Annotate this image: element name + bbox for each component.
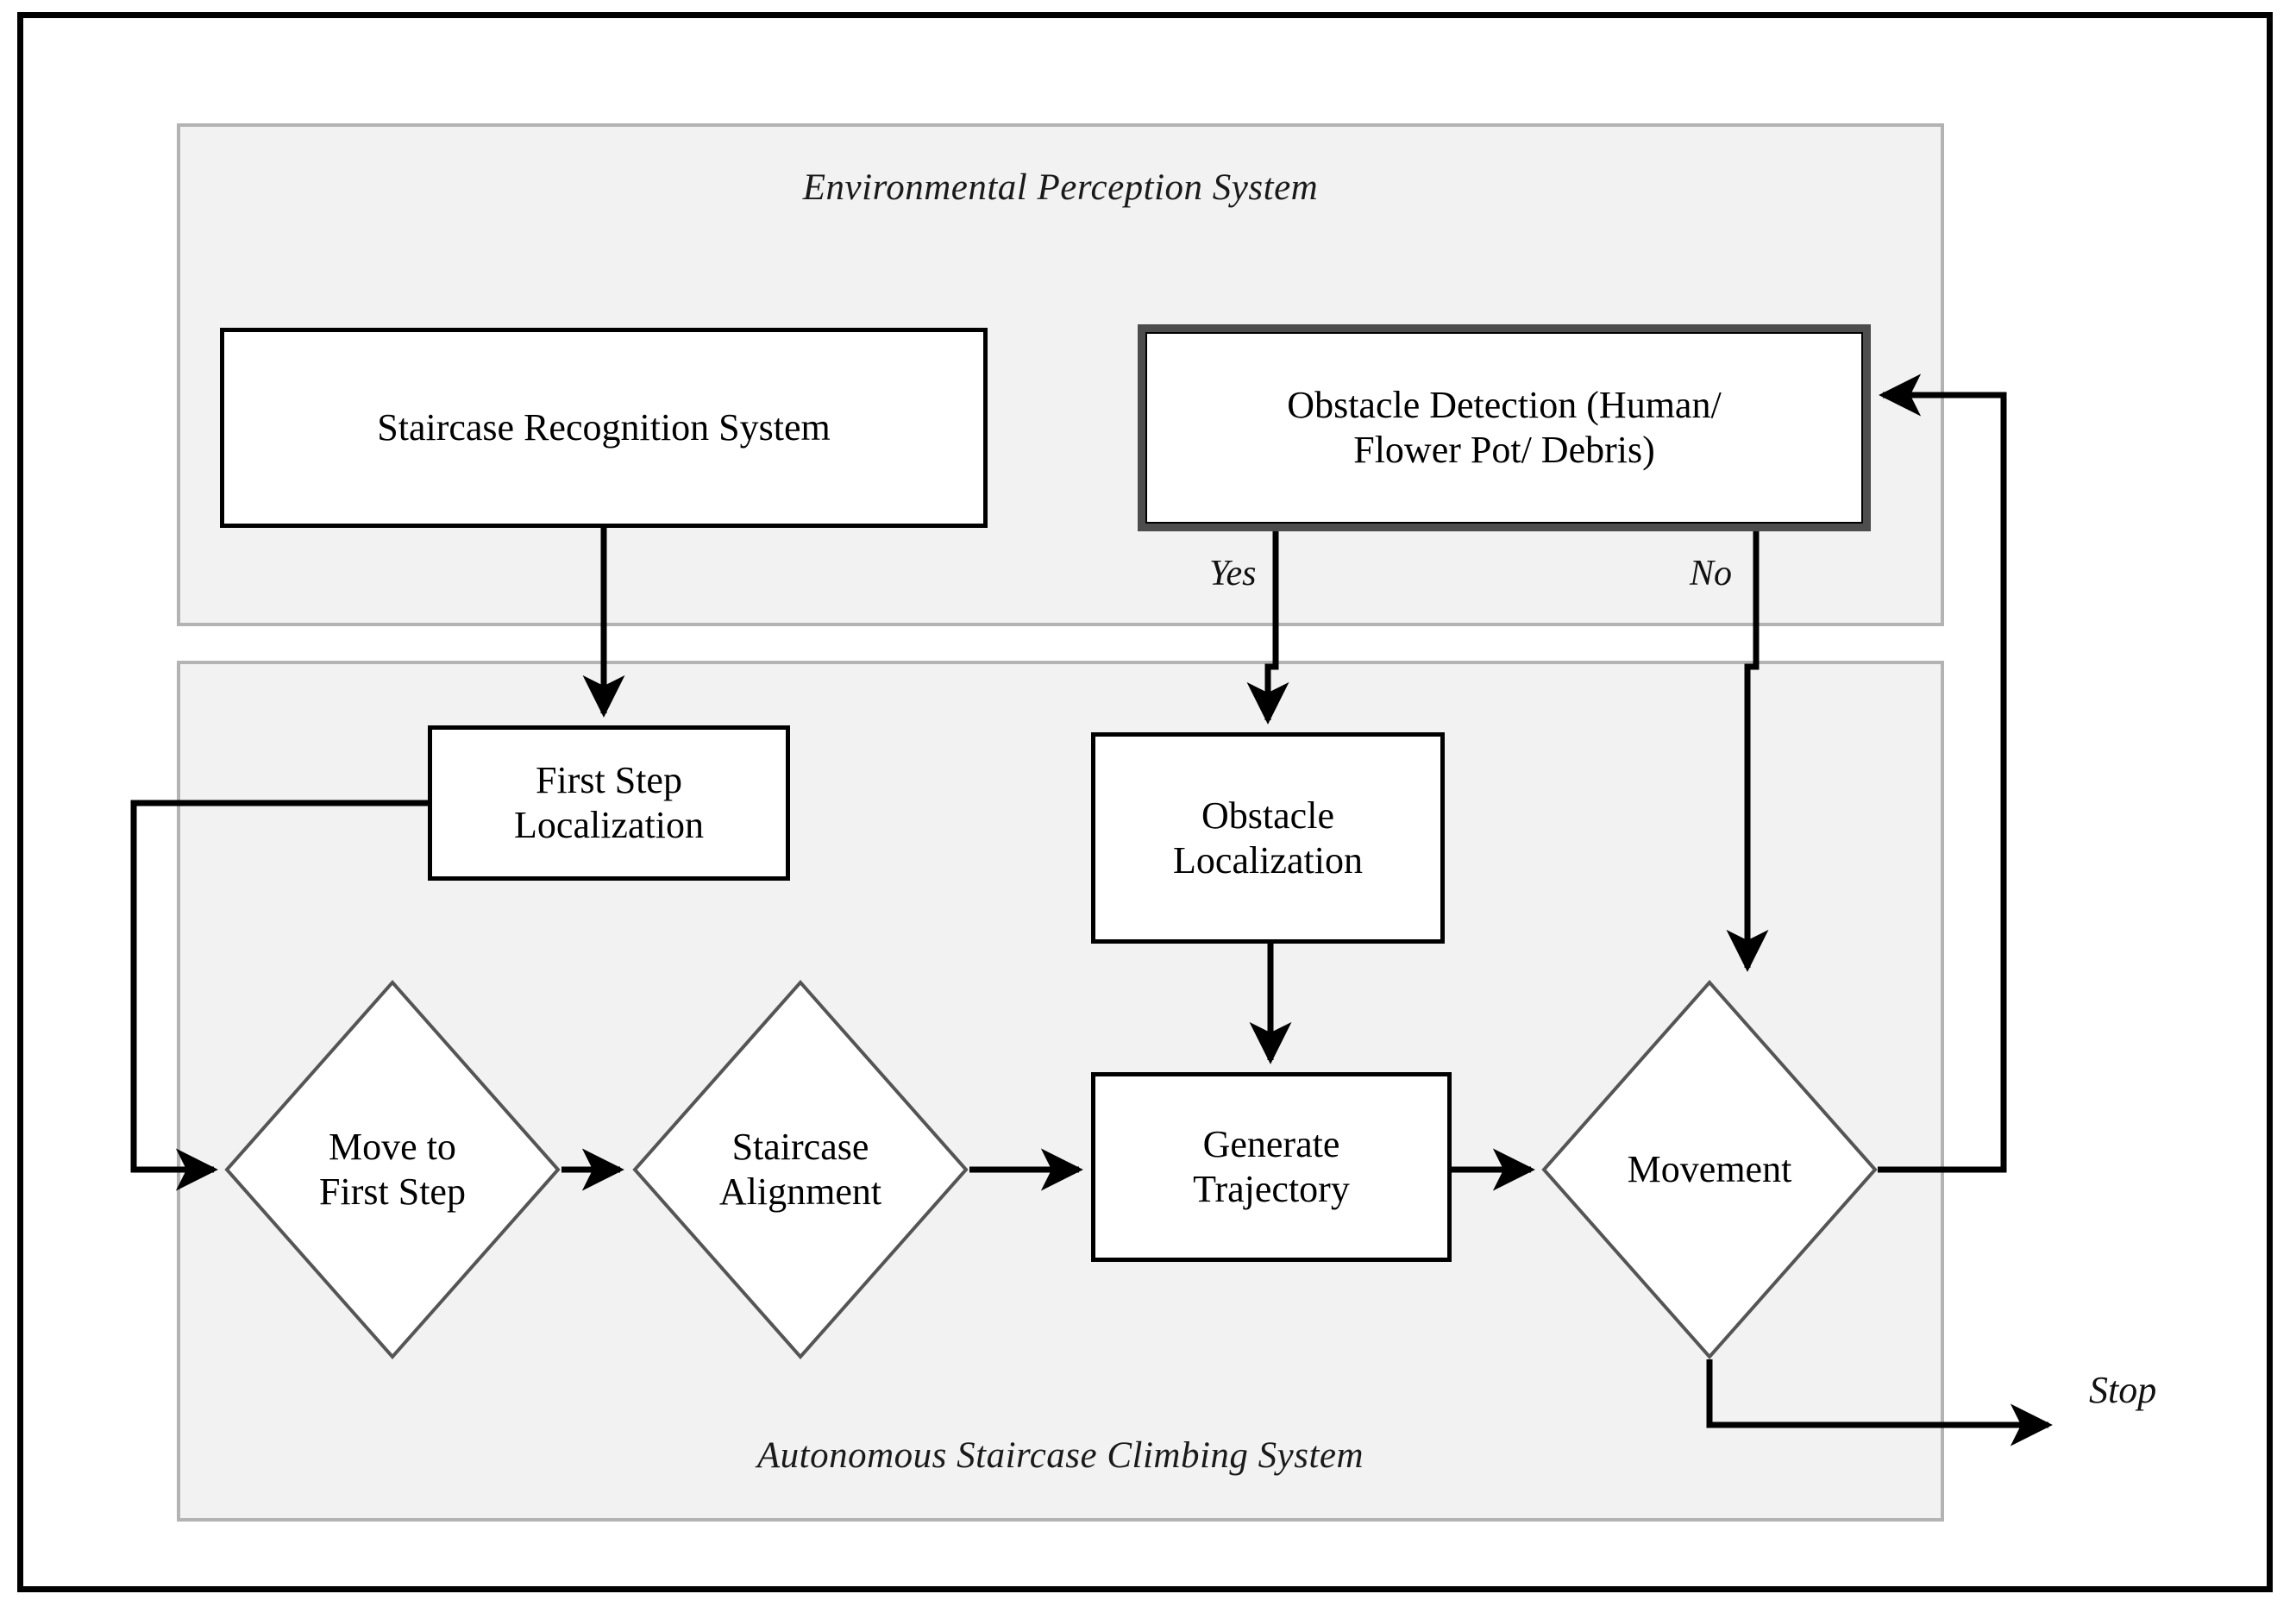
node-label: Staircase Recognition System <box>377 406 831 449</box>
outer-frame: Environmental Perception System Autonomo… <box>17 12 2273 1592</box>
panel-title-environmental-perception-system: Environmental Perception System <box>802 167 1319 208</box>
node-move-to-first-step[interactable]: Move to First Step <box>224 980 561 1359</box>
panel-title-autonomous-staircase-climbing-system: Autonomous Staircase Climbing System <box>756 1435 1364 1476</box>
node-label: Movement <box>1627 1148 1792 1191</box>
node-label-line-1: Obstacle Detection (Human/ <box>1287 384 1722 427</box>
node-first-step-localization[interactable]: First Step Localization <box>428 725 790 881</box>
diamond-shape <box>224 980 561 1359</box>
node-label-line-2: Flower Pot/ Debris) <box>1353 429 1655 471</box>
node-staircase-recognition-system[interactable]: Staircase Recognition System <box>220 328 988 528</box>
node-label: Generate Trajectory <box>1193 1123 1350 1210</box>
node-movement[interactable]: Movement <box>1541 980 1878 1359</box>
edge-label-no: No <box>1690 554 1733 593</box>
diamond-shape <box>632 980 969 1359</box>
diamond-shape <box>1541 980 1878 1359</box>
node-label: Move to First Step <box>319 1126 466 1213</box>
node-label: First Step Localization <box>514 759 704 846</box>
node-generate-trajectory[interactable]: Generate Trajectory <box>1091 1072 1452 1262</box>
node-obstacle-localization[interactable]: Obstacle Localization <box>1091 732 1445 944</box>
node-obstacle-detection[interactable]: Obstacle Detection (Human/ Flower Pot/ D… <box>1138 324 1871 531</box>
terminal-label-stop: Stop <box>2089 1369 2157 1411</box>
edge-label-yes: Yes <box>1209 554 1257 593</box>
node-label: Staircase Alignment <box>718 1126 882 1213</box>
node-staircase-alignment[interactable]: Staircase Alignment <box>632 980 969 1359</box>
node-label: Obstacle Detection (Human/ Flower Pot/ D… <box>1287 383 1721 473</box>
node-label: Obstacle Localization <box>1173 794 1363 882</box>
